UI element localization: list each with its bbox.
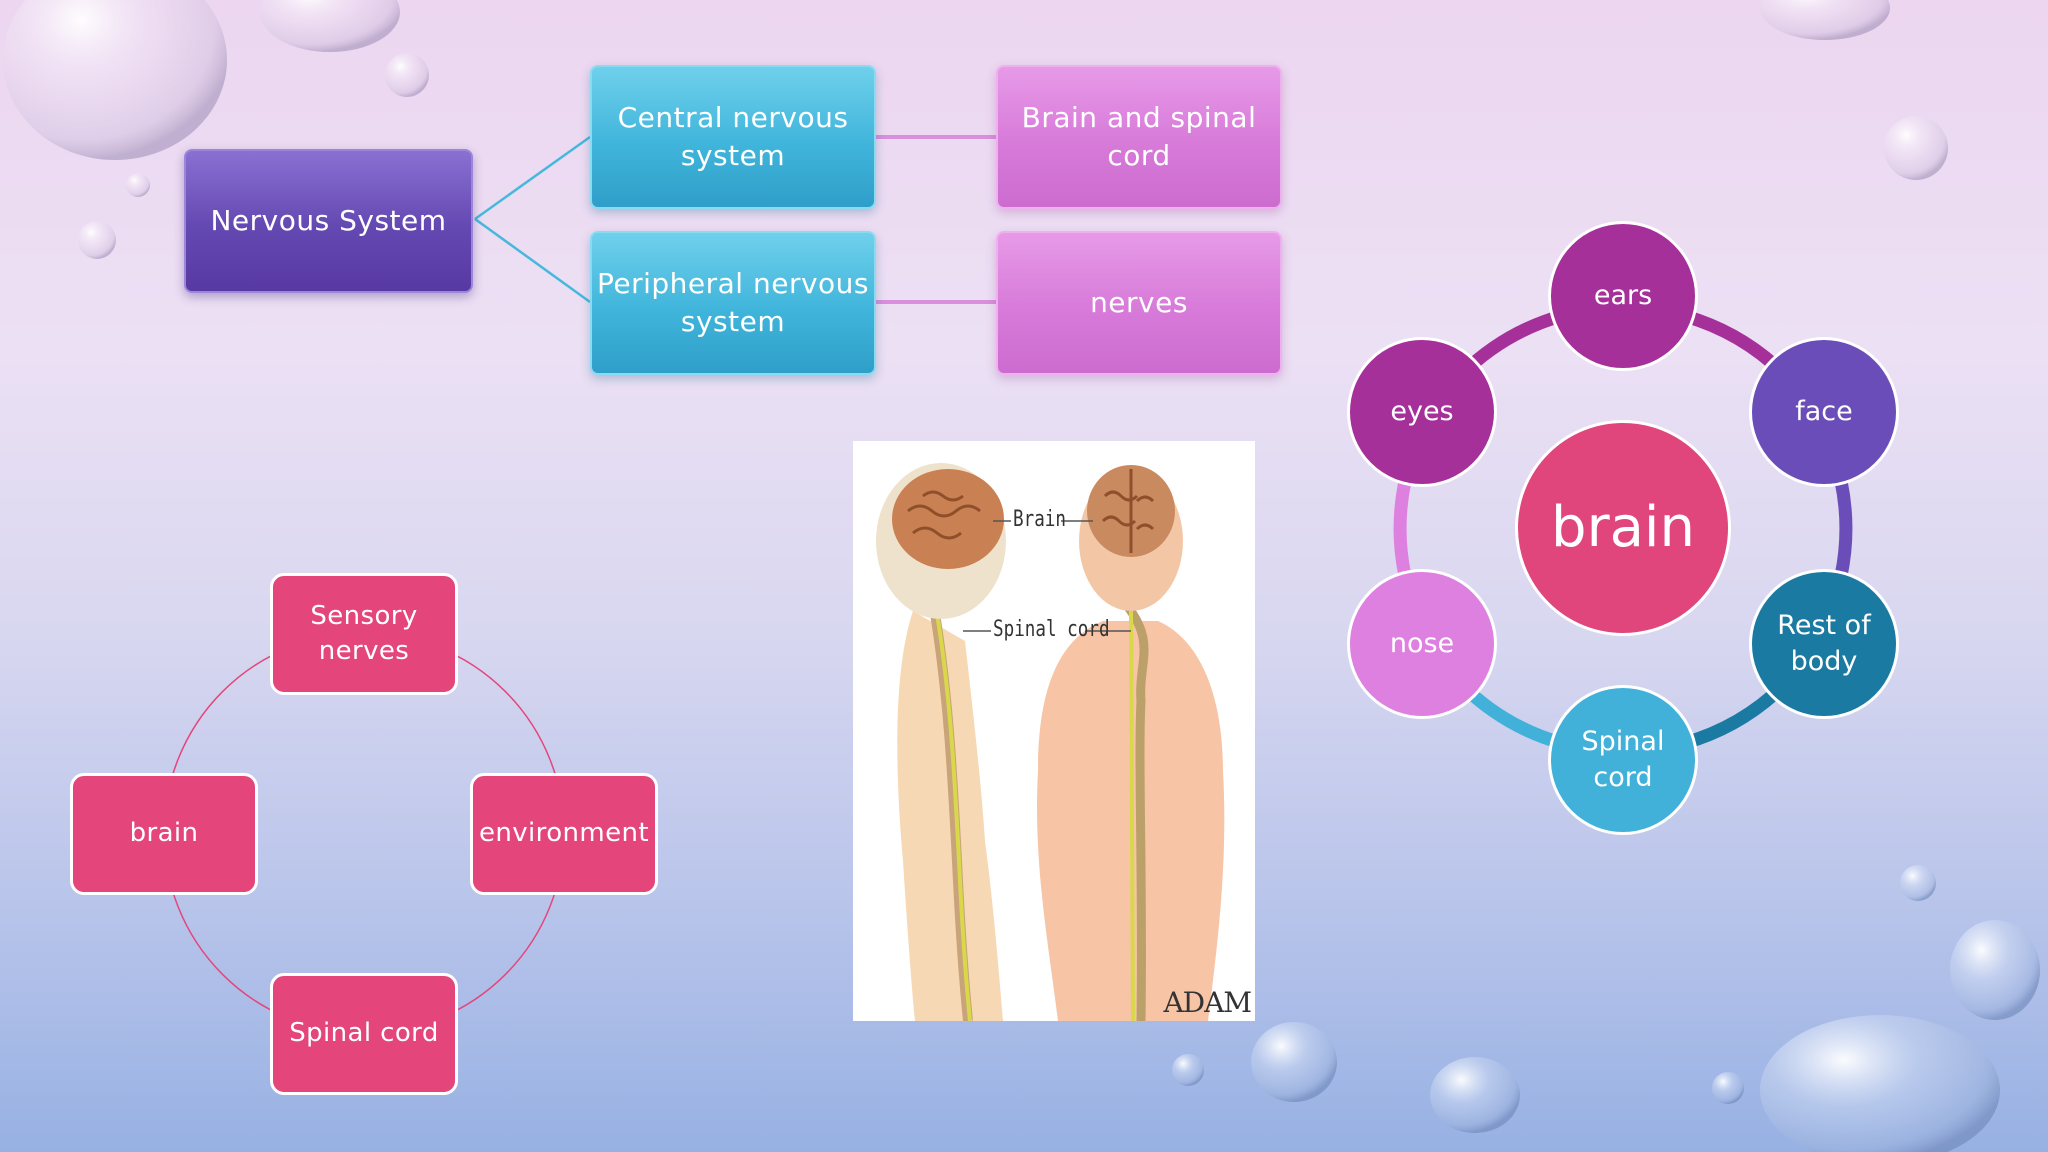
nose-label: nose <box>1389 627 1455 659</box>
ears-label: ears <box>1593 279 1653 311</box>
sensory-label-line1: Sensory <box>310 600 418 631</box>
brain-cycle-label: brain <box>129 818 199 849</box>
sensory-label-line2: nerves <box>318 636 410 666</box>
environment-node: environment <box>470 773 658 895</box>
nose-node: nose <box>1347 569 1497 719</box>
central-label-line2: system <box>680 139 786 172</box>
connector-root-peripheral <box>474 217 591 304</box>
droplet <box>1760 0 1890 40</box>
anatomy-drawing <box>876 463 1225 1021</box>
droplet <box>1760 1015 2000 1152</box>
spinal-cord-pointer-label: Spinal cord <box>993 617 1110 642</box>
adam-logo: ADAM <box>1163 986 1252 1019</box>
rest-of-body-node: Rest of body <box>1749 569 1899 719</box>
back-brain-folds <box>1101 469 1155 553</box>
rest-label-line1: Rest of <box>1777 609 1871 641</box>
brain-spinal-label-line2: cord <box>1107 139 1171 172</box>
droplet <box>1712 1072 1744 1104</box>
droplet <box>385 53 429 97</box>
spinal-radial-label-line2: cord <box>1593 762 1653 793</box>
spinal-cord-cycle-label: Spinal cord <box>289 1018 439 1049</box>
nervous-system-label: Nervous System <box>210 204 447 238</box>
side-spinal-cord <box>931 590 972 1021</box>
droplet <box>3 0 227 160</box>
spinal-cord-radial-node: Spinal cord <box>1548 685 1698 835</box>
brain-center-label: brain <box>1551 495 1695 561</box>
eyes-label: eyes <box>1390 395 1454 427</box>
nervous-system-illustration: Brain Spinal cord ADAM <box>853 441 1255 1021</box>
nerves-node: nerves <box>996 231 1282 375</box>
peripheral-label-line1: Peripheral nervous <box>596 267 870 301</box>
face-node: face <box>1749 337 1899 487</box>
brain-spinal-label-line1: Brain and spinal <box>1021 101 1257 135</box>
eyes-node: eyes <box>1347 337 1497 487</box>
back-spinal-cord <box>1129 610 1135 1021</box>
droplet <box>78 221 116 259</box>
central-nervous-system-node: Central nervous system <box>590 65 876 209</box>
nerves-label: nerves <box>1090 286 1188 320</box>
sensory-nerves-node: Sensory nerves <box>270 573 458 695</box>
brain-spinal-cord-node: Brain and spinal cord <box>996 65 1282 209</box>
droplet <box>1172 1054 1204 1086</box>
peripheral-nervous-system-node: Peripheral nervous system <box>590 231 876 375</box>
peripheral-label-line2: system <box>680 305 786 338</box>
brain-center-node: brain <box>1515 420 1731 636</box>
face-label: face <box>1795 395 1853 427</box>
spinal-cord-cycle-node: Spinal cord <box>270 973 458 1095</box>
rest-label-line2: body <box>1790 646 1858 677</box>
droplet <box>1430 1057 1520 1133</box>
spinal-radial-label-line1: Spinal <box>1581 725 1665 757</box>
droplet <box>126 173 150 197</box>
droplet <box>1950 920 2040 1020</box>
ears-node: ears <box>1548 221 1698 371</box>
droplet <box>1251 1022 1337 1102</box>
side-brain-folds <box>907 490 981 540</box>
brain-cycle-node: brain <box>70 773 258 895</box>
side-brain <box>892 469 1004 569</box>
nervous-system-node: Nervous System <box>184 149 473 293</box>
central-label-line1: Central nervous <box>617 101 849 135</box>
connector-root-central <box>474 135 591 221</box>
environment-label: environment <box>479 818 649 849</box>
droplet <box>260 0 400 52</box>
brain-pointer-label: Brain <box>1013 507 1066 532</box>
droplet <box>1884 116 1948 180</box>
droplet <box>1900 865 1936 901</box>
